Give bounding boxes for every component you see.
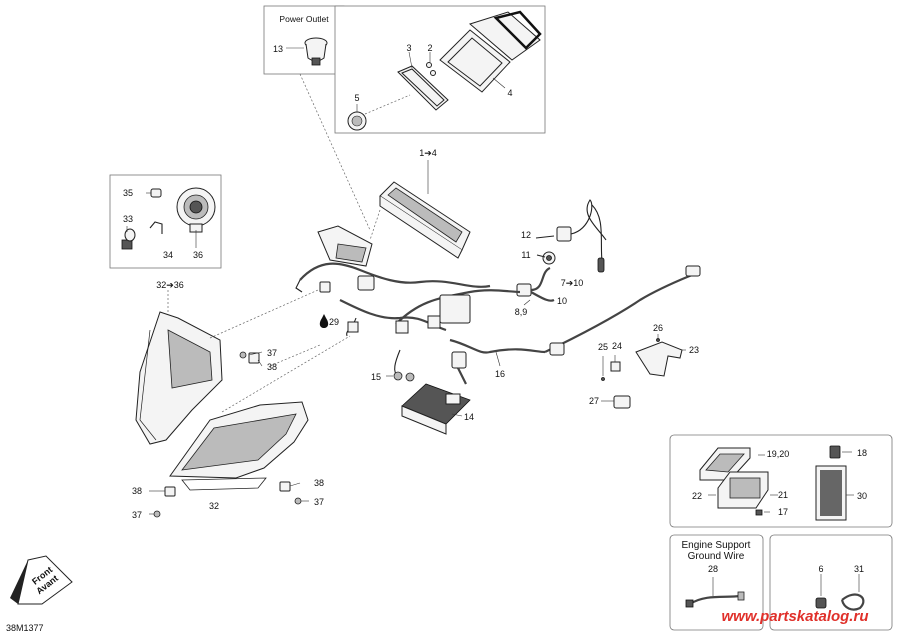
callout-10: 10 — [557, 296, 567, 306]
callout-11: 11 — [521, 250, 530, 260]
callout-16: 16 — [495, 369, 505, 379]
callout-30: 30 — [857, 491, 867, 501]
gauge-bezel — [397, 65, 449, 111]
callout-7-10: 7➔10 — [561, 278, 584, 288]
callout-37-right: 37 — [314, 497, 324, 507]
callout-34: 34 — [163, 250, 173, 260]
callout-24: 24 — [612, 341, 622, 351]
fuse-box — [699, 447, 769, 516]
callout-14: 14 — [464, 412, 474, 422]
callout-37-left: 37 — [132, 510, 142, 520]
callout-38-upper: 38 — [267, 362, 277, 372]
ignition-switch — [542, 226, 572, 265]
power-outlet-part — [304, 37, 328, 66]
callout-27: 27 — [589, 396, 599, 406]
voltage-regulator — [401, 383, 471, 435]
callout-15: 15 — [371, 372, 381, 382]
gauge-body — [439, 10, 542, 93]
callout-21: 21 — [778, 490, 788, 500]
callout-1-4: 1➔4 — [419, 148, 437, 158]
callout-33: 33 — [123, 214, 133, 224]
callout-32: 32 — [209, 501, 219, 511]
sealant-icon — [319, 314, 329, 328]
callout-4: 4 — [507, 88, 512, 98]
callout-36: 36 — [193, 250, 203, 260]
fuse-label-card — [815, 465, 847, 521]
callout-18: 18 — [857, 448, 867, 458]
nut-15 — [393, 371, 403, 381]
callout-32-36: 32➔36 — [156, 280, 184, 290]
grommet-parts — [153, 351, 302, 518]
callout-29: 29 — [329, 317, 339, 327]
callout-38-left: 38 — [132, 486, 142, 496]
callout-26: 26 — [653, 323, 663, 333]
fuse-part — [829, 445, 841, 459]
bulb-clip — [149, 221, 163, 234]
callout-23: 23 — [689, 345, 699, 355]
bulb-cover — [176, 187, 216, 233]
headlight-housing-upper — [135, 311, 223, 445]
power-outlet-title: Power Outlet — [279, 14, 329, 24]
front-direction-arrow: Front Avant — [10, 555, 73, 605]
callout-25: 25 — [598, 342, 608, 352]
tether-cord — [570, 199, 607, 241]
callout-37-upper: 37 — [267, 348, 277, 358]
bulb-cap — [150, 188, 162, 198]
callout-38-right: 38 — [314, 478, 324, 488]
callout-3: 3 — [406, 43, 411, 53]
ground-wire-title-1: Engine Support — [682, 540, 751, 551]
callout-2: 2 — [427, 43, 432, 53]
connector-8-9 — [516, 283, 532, 297]
end-connector — [685, 265, 701, 277]
screw-part — [426, 62, 432, 68]
callout-13: 13 — [273, 44, 283, 54]
callout-31: 31 — [854, 564, 864, 574]
callout-28: 28 — [708, 564, 718, 574]
ground-wire-title-2: Ground Wire — [688, 551, 745, 562]
power-outlet-frame — [263, 5, 345, 75]
callout-8-9: 8,9 — [515, 307, 528, 317]
bulb-part — [121, 228, 136, 250]
fuse-relay-box — [317, 225, 471, 334]
callout-22: 22 — [692, 491, 702, 501]
callout-12: 12 — [521, 230, 531, 240]
callout-35: 35 — [123, 188, 133, 198]
main-harness — [295, 262, 693, 377]
ground-wire — [685, 591, 745, 608]
instrument-cluster — [379, 181, 471, 259]
mount-bracket — [601, 338, 683, 409]
callout-6: 6 — [818, 564, 823, 574]
drawing-code: 38M1377 — [6, 623, 44, 633]
watermark-text: www.partskatalog.ru — [722, 608, 869, 625]
cable-part — [815, 593, 865, 611]
callout-17: 17 — [778, 507, 788, 517]
callout-19-20: 19,20 — [767, 449, 790, 459]
callout-5: 5 — [354, 93, 359, 103]
gauge-cap — [347, 111, 367, 131]
headlight-housing-lower — [169, 401, 309, 491]
